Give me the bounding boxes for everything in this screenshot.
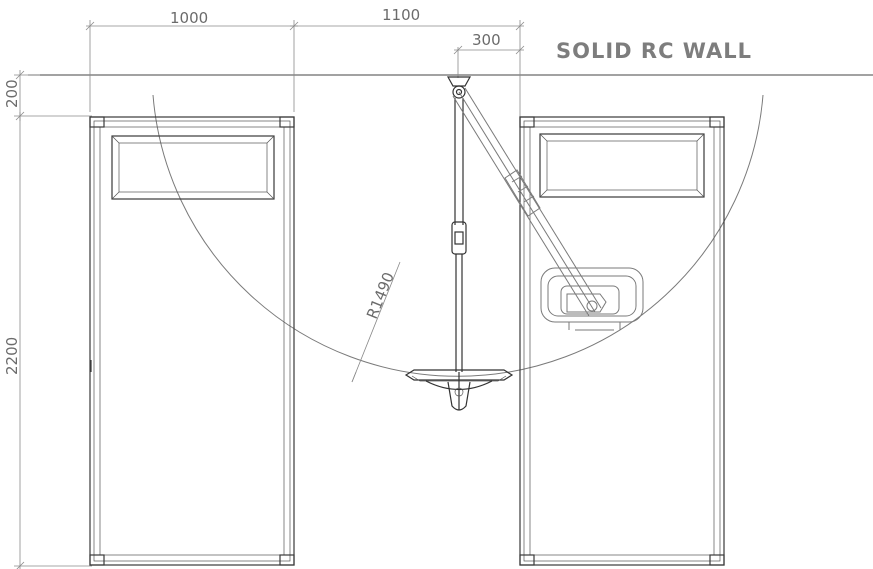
dimension-bed-width: 1000 xyxy=(85,9,299,112)
wall-title: SOLID RC WALL xyxy=(556,39,752,63)
dim-wall-gap-label: 200 xyxy=(3,79,21,108)
swing-radius-arc xyxy=(152,94,764,377)
dimension-bed-length: 2200 xyxy=(3,112,92,569)
swung-lamp-head xyxy=(540,267,644,331)
dim-bed-length-label: 2200 xyxy=(3,337,21,375)
right-bed xyxy=(519,116,725,566)
dimension-offset: 300 xyxy=(453,31,525,78)
wall-bracket xyxy=(446,76,472,99)
dim-span-label: 1100 xyxy=(382,6,420,24)
diagonal-lamp-arm xyxy=(452,87,602,317)
left-bed xyxy=(89,116,295,566)
lamp-head xyxy=(404,369,514,411)
radius-leader: R1490 xyxy=(351,261,401,383)
dim-bed-width-label: 1000 xyxy=(170,9,208,27)
vertical-lamp-arm xyxy=(451,98,467,372)
dim-offset-label: 300 xyxy=(472,31,501,49)
dim-radius-label: R1490 xyxy=(363,270,398,322)
dimension-wall-gap: 200 xyxy=(3,70,92,121)
dimension-span: 1100 xyxy=(290,6,525,118)
